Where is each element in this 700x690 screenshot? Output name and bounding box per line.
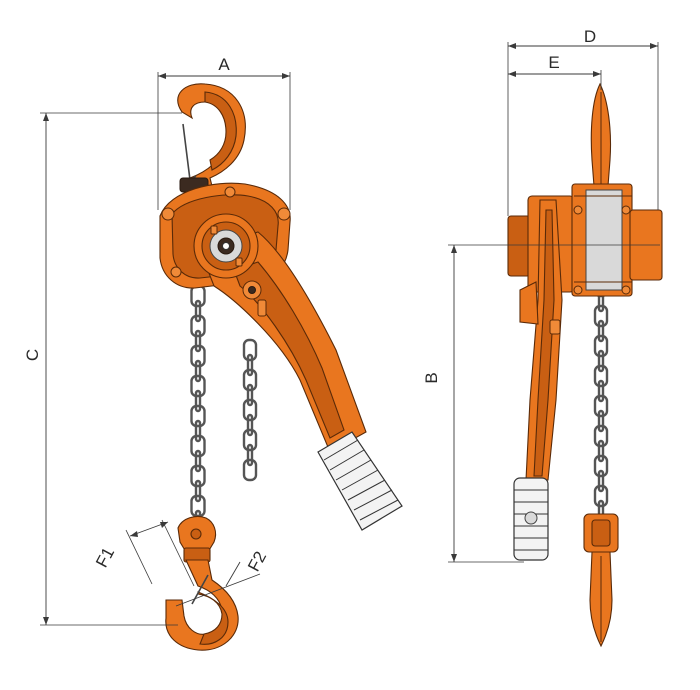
chain-link [190,464,206,488]
chain-link [597,319,605,343]
load-chain [190,284,206,533]
chain-link [593,304,609,328]
side-view-dimensions: D E B [422,27,660,563]
chain-link [194,449,202,473]
chain-link [593,364,609,388]
gear-hub [193,213,259,279]
chain-link [190,284,206,308]
side-handle-grip [513,477,549,561]
chain-link [242,338,258,362]
chain-link [597,379,605,403]
chain-link [246,353,254,377]
slack-chain [242,338,258,482]
chain-link [242,368,258,392]
chain-link [190,314,206,338]
chain-link [593,424,609,448]
bottom-hook [165,515,239,651]
chain-link [190,434,206,458]
dimension-label-D: D [584,27,596,46]
handle-grip [317,431,403,531]
chain-link [190,404,206,428]
chain-link [190,374,206,398]
side-top-hook [590,82,612,187]
chain-link [597,409,605,433]
front-view [159,83,403,651]
dimension-label-B: B [422,372,441,383]
chain-link [593,484,609,508]
side-lever [519,199,563,481]
dimension-label-C: C [23,349,42,361]
dimension-label-A: A [218,55,230,74]
chain-link [597,439,605,463]
chain-link [242,428,258,452]
side-housing [507,183,663,297]
chain-link [194,359,202,383]
chain-link [593,454,609,478]
chain-link [593,334,609,358]
chain-link [597,349,605,373]
side-view [507,82,663,648]
chain-link [194,479,202,503]
chain-link [246,413,254,437]
chain-link [190,494,206,518]
dimension-label-E: E [548,53,559,72]
chain-link [242,458,258,482]
chain-link [194,299,202,323]
dimension-label-F2: F2 [244,548,270,574]
chain-link [194,329,202,353]
chain-link [242,398,258,422]
chain-link [246,383,254,407]
top-hook [177,83,246,199]
chain-link [190,344,206,368]
chain-link [246,443,254,467]
chain-link [194,389,202,413]
dimension-label-F1: F1 [92,544,118,570]
side-bottom-hook [583,513,619,648]
chain-link [597,469,605,493]
chain-link [593,394,609,418]
chain-link [194,419,202,443]
